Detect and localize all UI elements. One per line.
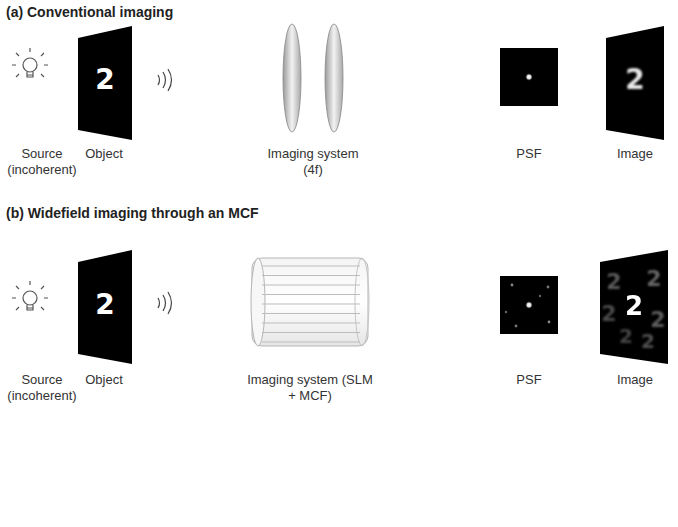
part-caption: Source (incoherent) <box>2 372 82 403</box>
part-caption: Source (incoherent) <box>2 146 82 177</box>
digit-glyph: 2 <box>646 268 661 290</box>
fiber-core <box>262 313 360 314</box>
fiber-core <box>262 266 360 267</box>
wave-symbol <box>158 69 172 91</box>
psf-spots <box>505 284 551 328</box>
psf-spot <box>525 73 533 81</box>
digit-glyph: 2 <box>619 326 633 346</box>
panel-heading: (a) Conventional imaging <box>6 4 173 20</box>
psf-panel <box>500 276 558 334</box>
wave-symbol <box>158 292 172 314</box>
digit-glyph: 2 <box>606 271 621 293</box>
fiber-core <box>262 304 360 305</box>
part-caption: Image <box>605 372 665 388</box>
psf-panel <box>500 48 558 106</box>
part-caption: Image <box>605 146 665 162</box>
object-panel <box>78 26 132 140</box>
part-caption: PSF <box>499 146 559 162</box>
bulb-icon <box>12 48 48 77</box>
part-caption: Imaging system (4f) <box>258 146 368 177</box>
fiber-core <box>262 332 360 333</box>
image-panel <box>600 250 668 364</box>
bulb-icon <box>12 281 48 310</box>
digit-glyph: 2 <box>625 66 644 94</box>
digit-glyph: 2 <box>650 309 665 331</box>
part-caption: PSF <box>499 372 559 388</box>
fiber-core <box>262 323 360 324</box>
image-panel <box>606 26 664 140</box>
fiber-core <box>262 294 360 295</box>
digit-glyph: 2 <box>601 303 616 325</box>
digit-glyph: 2 <box>95 291 114 319</box>
fiber-core <box>262 275 360 276</box>
part-caption: Object <box>69 146 139 162</box>
digit-glyph: 2 <box>95 66 114 94</box>
panel-heading: (b) Widefield imaging through an MCF <box>6 205 259 221</box>
multicore-fiber <box>251 258 369 346</box>
object-panel <box>78 250 132 364</box>
part-caption: Imaging system (SLM + MCF) <box>245 372 375 403</box>
digit-glyph: 2 <box>641 331 655 351</box>
fiber-core <box>262 285 360 286</box>
fiber-core <box>262 342 360 343</box>
digit-glyph: 2 <box>625 293 643 319</box>
lens-pair <box>283 24 343 132</box>
part-caption: Object <box>69 372 139 388</box>
